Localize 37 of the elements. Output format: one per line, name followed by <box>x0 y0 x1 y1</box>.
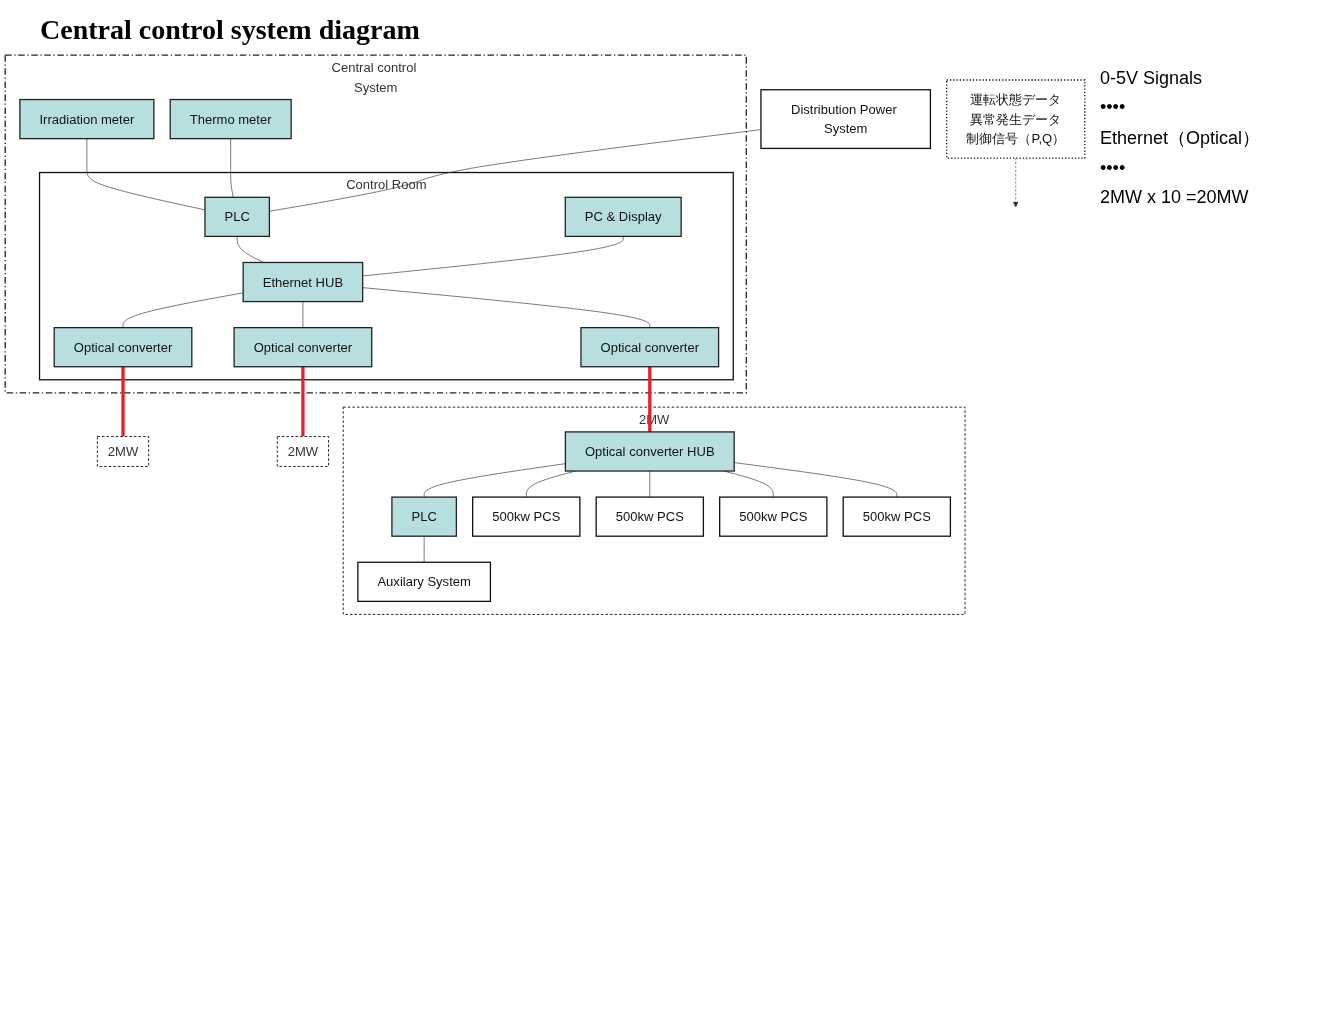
node-box: Ethernet HUB <box>242 261 364 303</box>
node-box: Optical converter HUB <box>564 431 735 472</box>
note-text: 0-5V Signals <box>1100 68 1204 89</box>
node-box: Irradiation meter <box>19 98 155 140</box>
node-box: Auxilary System <box>357 561 492 602</box>
connector <box>230 138 234 198</box>
connector <box>423 463 566 498</box>
node-box: Optical converter <box>580 327 720 368</box>
note-text: Ethernet（Optical） <box>1100 127 1262 150</box>
node-box: Optical converter <box>233 327 373 368</box>
note-text: •••• <box>1100 158 1127 179</box>
node-box: PLC <box>391 496 458 537</box>
diagram-title: Central control system diagram <box>40 14 421 46</box>
node-box: 500kw PCS <box>472 496 581 537</box>
connector <box>236 236 264 263</box>
node-box: PLC <box>204 196 271 238</box>
node-box: 2MW <box>96 436 150 467</box>
node-box: Distribution Power System <box>760 89 932 150</box>
connector <box>423 535 425 563</box>
note-text: 2MW x 10 =20MW <box>1100 187 1250 208</box>
connector <box>302 301 304 328</box>
note-text: •••• <box>1100 97 1127 118</box>
connector <box>121 366 125 437</box>
connector <box>648 366 652 432</box>
connector <box>649 470 651 498</box>
connector <box>301 366 305 437</box>
node-box: Optical converter <box>53 327 193 368</box>
node-box: 運転状態データ 異常発生データ 制御信号（P,Q） <box>946 79 1086 159</box>
node-box: PC & Display <box>564 196 682 238</box>
node-box: Thermo meter <box>169 98 292 140</box>
connector <box>362 236 624 277</box>
connector <box>122 292 244 328</box>
node-box: 500kw PCS <box>719 496 828 537</box>
node-box: 500kw PCS <box>595 496 705 537</box>
connector <box>362 287 651 328</box>
node-box: 2MW <box>276 436 330 467</box>
node-box: 500kw PCS <box>842 496 952 537</box>
